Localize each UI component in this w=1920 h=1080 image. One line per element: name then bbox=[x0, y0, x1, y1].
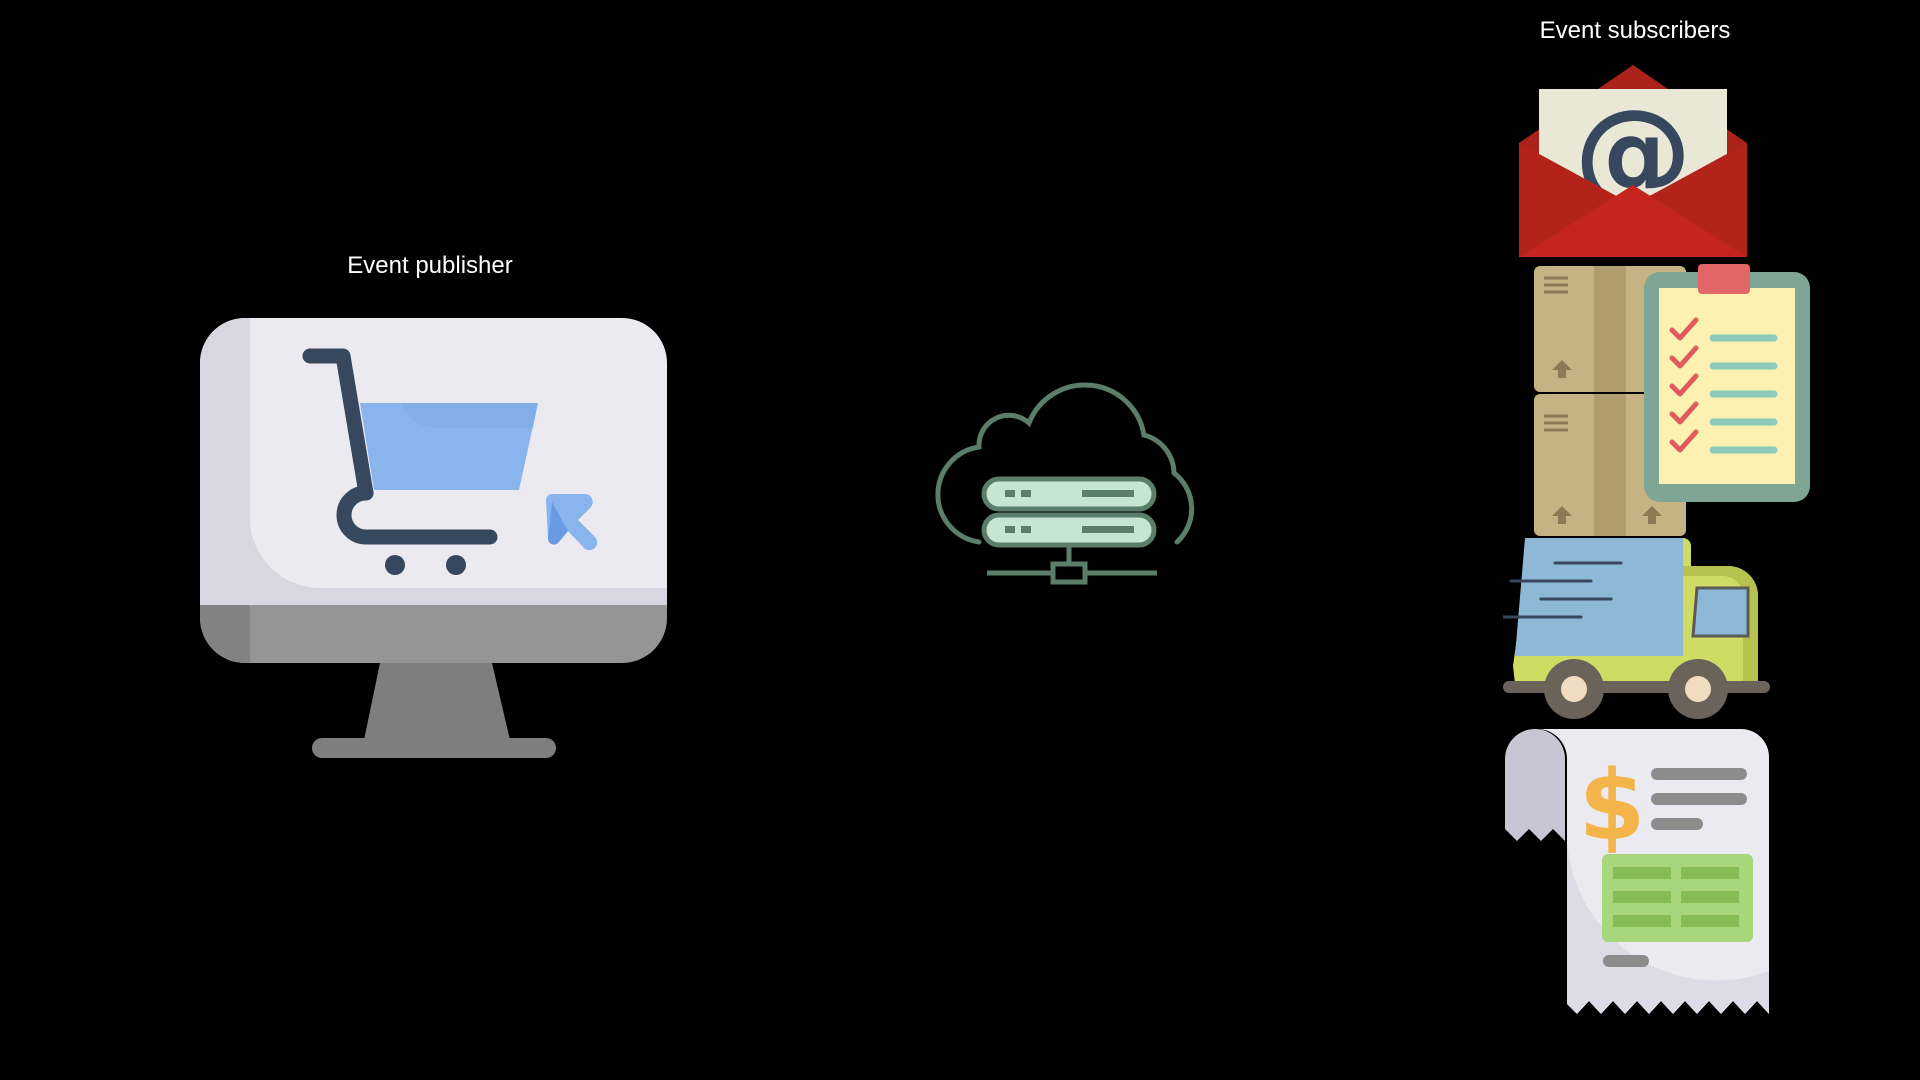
inventory-checklist-icon bbox=[1532, 264, 1810, 540]
shopping-cart-monitor-icon bbox=[200, 318, 674, 762]
cloud-server-icon bbox=[927, 362, 1232, 590]
publisher-label: Event publisher bbox=[347, 252, 513, 279]
subscribers-label: Event subscribers bbox=[1539, 17, 1731, 44]
payment-receipt-icon: $ bbox=[1505, 729, 1770, 1018]
email-envelope-icon: @ bbox=[1519, 65, 1749, 262]
svg-text:$: $ bbox=[1579, 750, 1646, 862]
delivery-truck-icon bbox=[1503, 536, 1770, 725]
